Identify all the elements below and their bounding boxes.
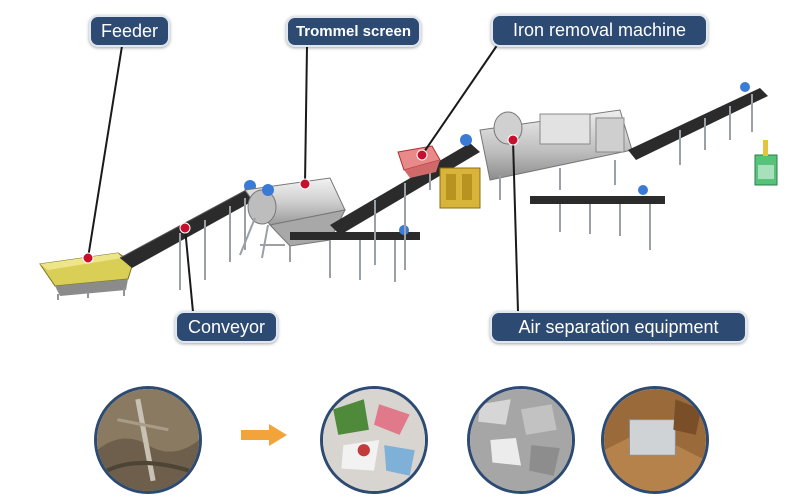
conveyor-2 (330, 134, 480, 270)
air-separation-equipment-label: Air separation equipment (490, 311, 747, 343)
air-separation-machine (439, 109, 633, 209)
under-conveyor-1 (290, 225, 420, 282)
conveyor-label: Conveyor (175, 311, 278, 343)
raw-waste-photo (94, 386, 202, 494)
trommel-screen-label: Trommel screen (286, 16, 421, 47)
conveyor-1 (119, 180, 262, 290)
cardboard-metal-photo (601, 386, 709, 494)
air-marker-icon (507, 134, 519, 146)
feeder-machine (39, 252, 134, 300)
inert-material-photo (467, 386, 575, 494)
iron-marker-icon (416, 149, 428, 161)
trommel-marker-icon (299, 178, 311, 190)
conveyor-marker-icon (179, 222, 191, 234)
conveyor-3 (628, 82, 768, 165)
leader-lines (87, 43, 519, 313)
feeder-label: Feeder (89, 15, 170, 47)
under-conveyor-2 (530, 185, 665, 250)
feeder-marker-icon (82, 252, 94, 264)
mixed-waste-photo (320, 386, 428, 494)
marker-dots (82, 134, 519, 264)
baler-machine (754, 140, 778, 186)
arrow-right-icon (241, 424, 287, 446)
iron-removal-machine-label: Iron removal machine (491, 14, 708, 47)
